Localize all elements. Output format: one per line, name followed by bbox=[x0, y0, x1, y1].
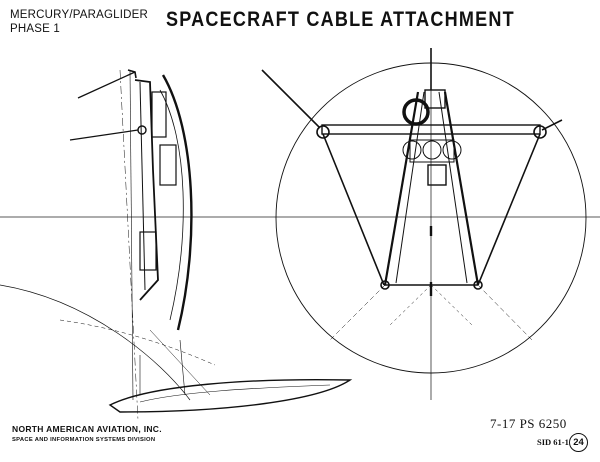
capsule-side-frame-2 bbox=[139, 81, 146, 291]
pulley-mid bbox=[422, 140, 442, 160]
inner-leg-left bbox=[383, 91, 420, 286]
side-cable-lower bbox=[69, 129, 139, 141]
swept-curve-dashed bbox=[59, 319, 216, 366]
side-cable-upper bbox=[77, 71, 136, 99]
right-strut-outer bbox=[477, 133, 541, 286]
capsule-side-frame bbox=[134, 79, 159, 301]
center-box bbox=[427, 164, 447, 186]
phase-label: PHASE 1 bbox=[10, 23, 60, 35]
sid-reference: SID 61-1 bbox=[537, 437, 569, 447]
company-block: NORTH AMERICAN AVIATION, INC. SPACE AND … bbox=[12, 424, 162, 443]
dashed-lower-left bbox=[389, 284, 432, 326]
side-mechanism-low bbox=[139, 231, 157, 271]
swept-curve-outer bbox=[0, 284, 191, 401]
heat-shield-outline bbox=[161, 74, 193, 331]
side-diagonal bbox=[149, 329, 211, 396]
pulley-left bbox=[402, 140, 422, 160]
side-mechanism-mid bbox=[159, 144, 177, 186]
left-strut-outer bbox=[322, 133, 385, 286]
hub-wheel bbox=[402, 98, 430, 126]
hub-block bbox=[424, 89, 446, 109]
skid-inner bbox=[139, 384, 331, 403]
company-name: NORTH AMERICAN AVIATION, INC. bbox=[12, 424, 162, 434]
side-tick-2 bbox=[179, 339, 186, 396]
heat-shield-inner bbox=[159, 89, 184, 321]
right-end-fitting bbox=[533, 125, 547, 139]
program-label-block: MERCURY/PARAGLIDER PHASE 1 bbox=[10, 8, 148, 36]
side-fitting bbox=[137, 125, 147, 135]
side-mechanism-upper bbox=[151, 91, 167, 138]
side-view bbox=[0, 69, 353, 421]
side-cable-hook bbox=[127, 69, 137, 79]
dashed-diagonal-right bbox=[477, 284, 533, 341]
inner-leg-right bbox=[443, 91, 480, 286]
dashed-diagonal-left bbox=[329, 284, 386, 341]
bottom-right-joint bbox=[473, 280, 483, 290]
skid-outline bbox=[108, 378, 353, 413]
page-title: SPACECRAFT CABLE ATTACHMENT bbox=[166, 8, 515, 31]
inner-leg-right-2 bbox=[438, 91, 468, 284]
side-vertical-reference bbox=[119, 69, 139, 421]
left-attachment-cable bbox=[261, 69, 321, 129]
hub-housing bbox=[409, 139, 455, 163]
crossbeam bbox=[321, 124, 541, 135]
left-end-fitting bbox=[316, 125, 330, 139]
right-attachment-cable bbox=[541, 119, 563, 131]
dashed-lower-right bbox=[430, 284, 473, 326]
bottom-left-joint bbox=[380, 280, 390, 290]
side-vertical-reference-2 bbox=[129, 69, 134, 401]
document-number: 7-17 PS 6250 bbox=[490, 416, 567, 431]
division-name: SPACE AND INFORMATION SYSTEMS DIVISION bbox=[12, 437, 156, 443]
front-view bbox=[261, 48, 587, 400]
page-number-badge: 24 bbox=[569, 433, 588, 452]
pulley-right bbox=[442, 140, 462, 160]
program-name: MERCURY/PARAGLIDER bbox=[10, 9, 149, 21]
